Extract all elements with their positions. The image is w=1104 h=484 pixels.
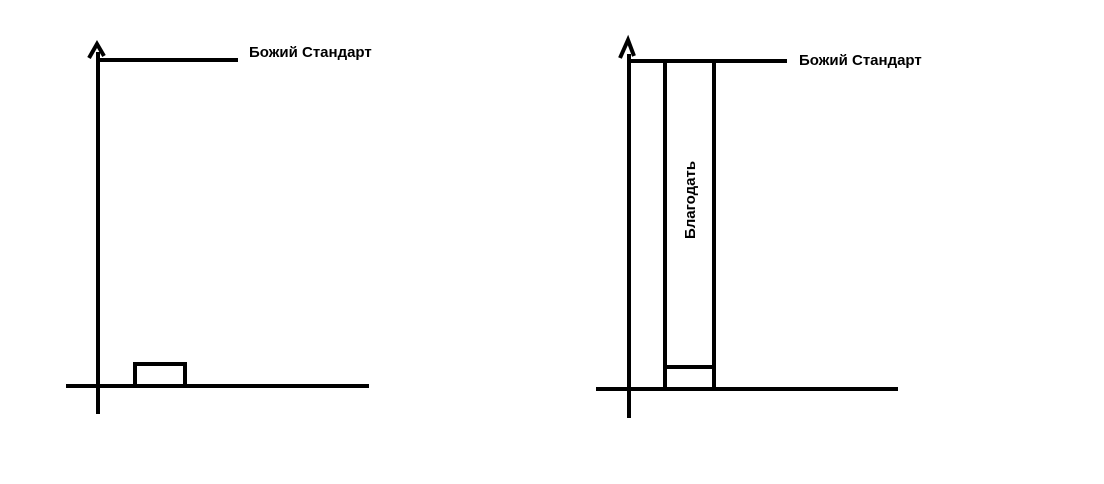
left-diagram — [66, 40, 369, 414]
right-y-axis-arrow — [618, 34, 636, 59]
right-grace-column — [663, 59, 716, 391]
right-grace-label: Благодать — [682, 161, 699, 239]
left-y-axis-arrow — [87, 40, 106, 59]
right-diagram — [596, 34, 898, 418]
right-standard-label: Божий Стандарт — [799, 52, 922, 69]
left-standard-label: Божий Стандарт — [249, 44, 372, 61]
left-small-box — [133, 362, 187, 388]
